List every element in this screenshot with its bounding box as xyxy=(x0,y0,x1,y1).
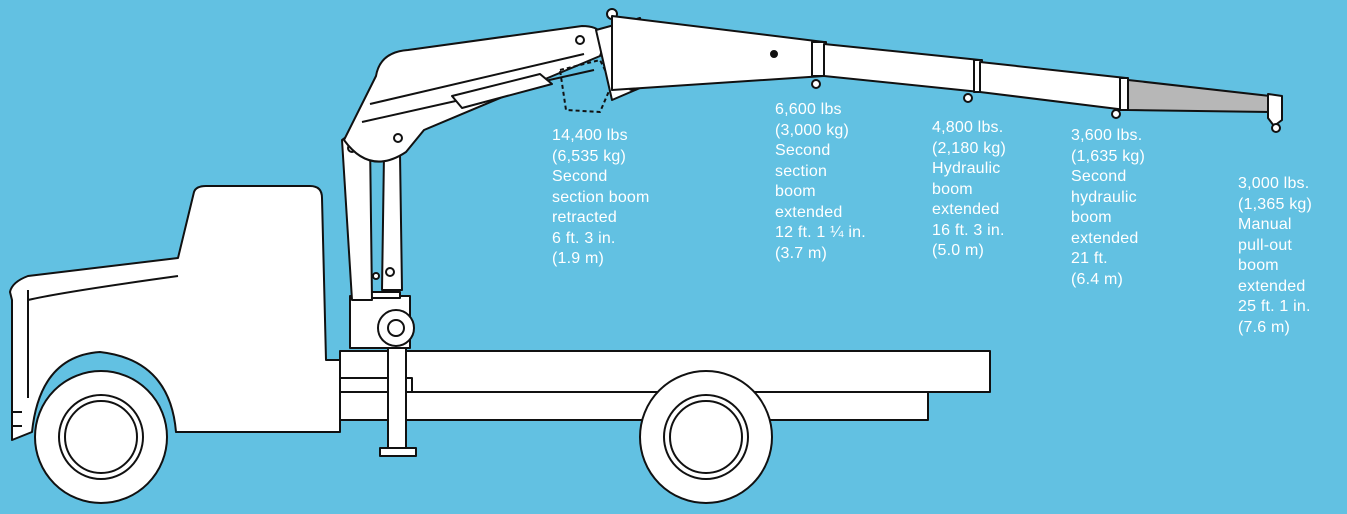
second-section-boom xyxy=(811,41,981,93)
label-line: boom xyxy=(775,183,816,200)
crane-mast xyxy=(341,133,415,349)
capacity-label-second-hydraulic: 3,600 lbs. (1,635 kg) Second hydraulic b… xyxy=(1071,126,1145,290)
label-line: (6,535 kg) xyxy=(552,147,627,165)
label-line: boom xyxy=(932,180,973,198)
label-line: 6 ft. 3 in. xyxy=(552,229,616,247)
capacity-label-manual-pullout: 3,000 lbs. (1,365 kg) Manual pull-out bo… xyxy=(1238,174,1312,338)
capacity-label-hydraulic: 4,800 lbs. (2,180 kg) Hydraulic boom ext… xyxy=(932,118,1006,262)
label-line: section xyxy=(775,162,828,180)
label-line: (7.6 m) xyxy=(1238,318,1291,336)
label-line: Manual xyxy=(1238,216,1292,233)
hydraulic-boom xyxy=(973,59,1127,111)
truck-cab xyxy=(9,185,341,441)
front-wheel xyxy=(34,370,168,504)
label-line: section boom xyxy=(552,188,650,206)
label-line: Second xyxy=(552,168,608,185)
label-line: extended xyxy=(1238,277,1306,295)
label-line: pull-out xyxy=(1238,236,1293,254)
label-line: extended xyxy=(775,203,843,221)
label-line: 25 ft. 1 in. xyxy=(1238,298,1311,315)
label-line: 4,800 lbs. xyxy=(932,119,1004,136)
second-hydraulic-boom xyxy=(1119,77,1129,111)
label-line: extended xyxy=(1071,229,1139,247)
label-line: 6,600 lbs xyxy=(775,101,842,118)
label-line: boom xyxy=(1071,209,1112,226)
label-line: retracted xyxy=(552,209,617,226)
label-line: (1,635 kg) xyxy=(1071,147,1146,165)
label-line: boom xyxy=(1238,257,1279,274)
label-line: 14,400 lbs xyxy=(552,127,628,144)
label-line: 16 ft. 3 in. xyxy=(932,221,1005,239)
label-line: (5.0 m) xyxy=(932,242,985,259)
label-line: (1,365 kg) xyxy=(1238,195,1313,213)
label-line: hydraulic xyxy=(1071,188,1137,206)
rear-wheel xyxy=(639,370,773,504)
label-line: 3,600 lbs. xyxy=(1071,127,1143,144)
label-line: 12 ft. 1 ¼ in. xyxy=(775,224,866,241)
label-line: Hydraulic xyxy=(932,160,1001,177)
label-line: 21 ft. xyxy=(1071,250,1108,267)
label-line: (6.4 m) xyxy=(1071,270,1124,288)
label-line: (3,000 kg) xyxy=(775,121,850,139)
capacity-label-second-section: 6,600 lbs (3,000 kg) Second section boom… xyxy=(775,100,866,264)
label-line: extended xyxy=(932,201,1000,218)
capacity-label-retracted: 14,400 lbs (6,535 kg) Second section boo… xyxy=(552,126,650,270)
label-line: 3,000 lbs. xyxy=(1238,175,1310,192)
manual-pullout-boom xyxy=(1127,79,1283,127)
label-line: Second xyxy=(775,142,831,159)
label-line: (1.9 m) xyxy=(552,250,605,267)
boom-pins xyxy=(770,50,1281,133)
label-line: (2,180 kg) xyxy=(932,139,1007,157)
outer-boom-base xyxy=(611,15,825,91)
label-line: Second xyxy=(1071,168,1127,185)
label-line: (3.7 m) xyxy=(775,244,828,262)
